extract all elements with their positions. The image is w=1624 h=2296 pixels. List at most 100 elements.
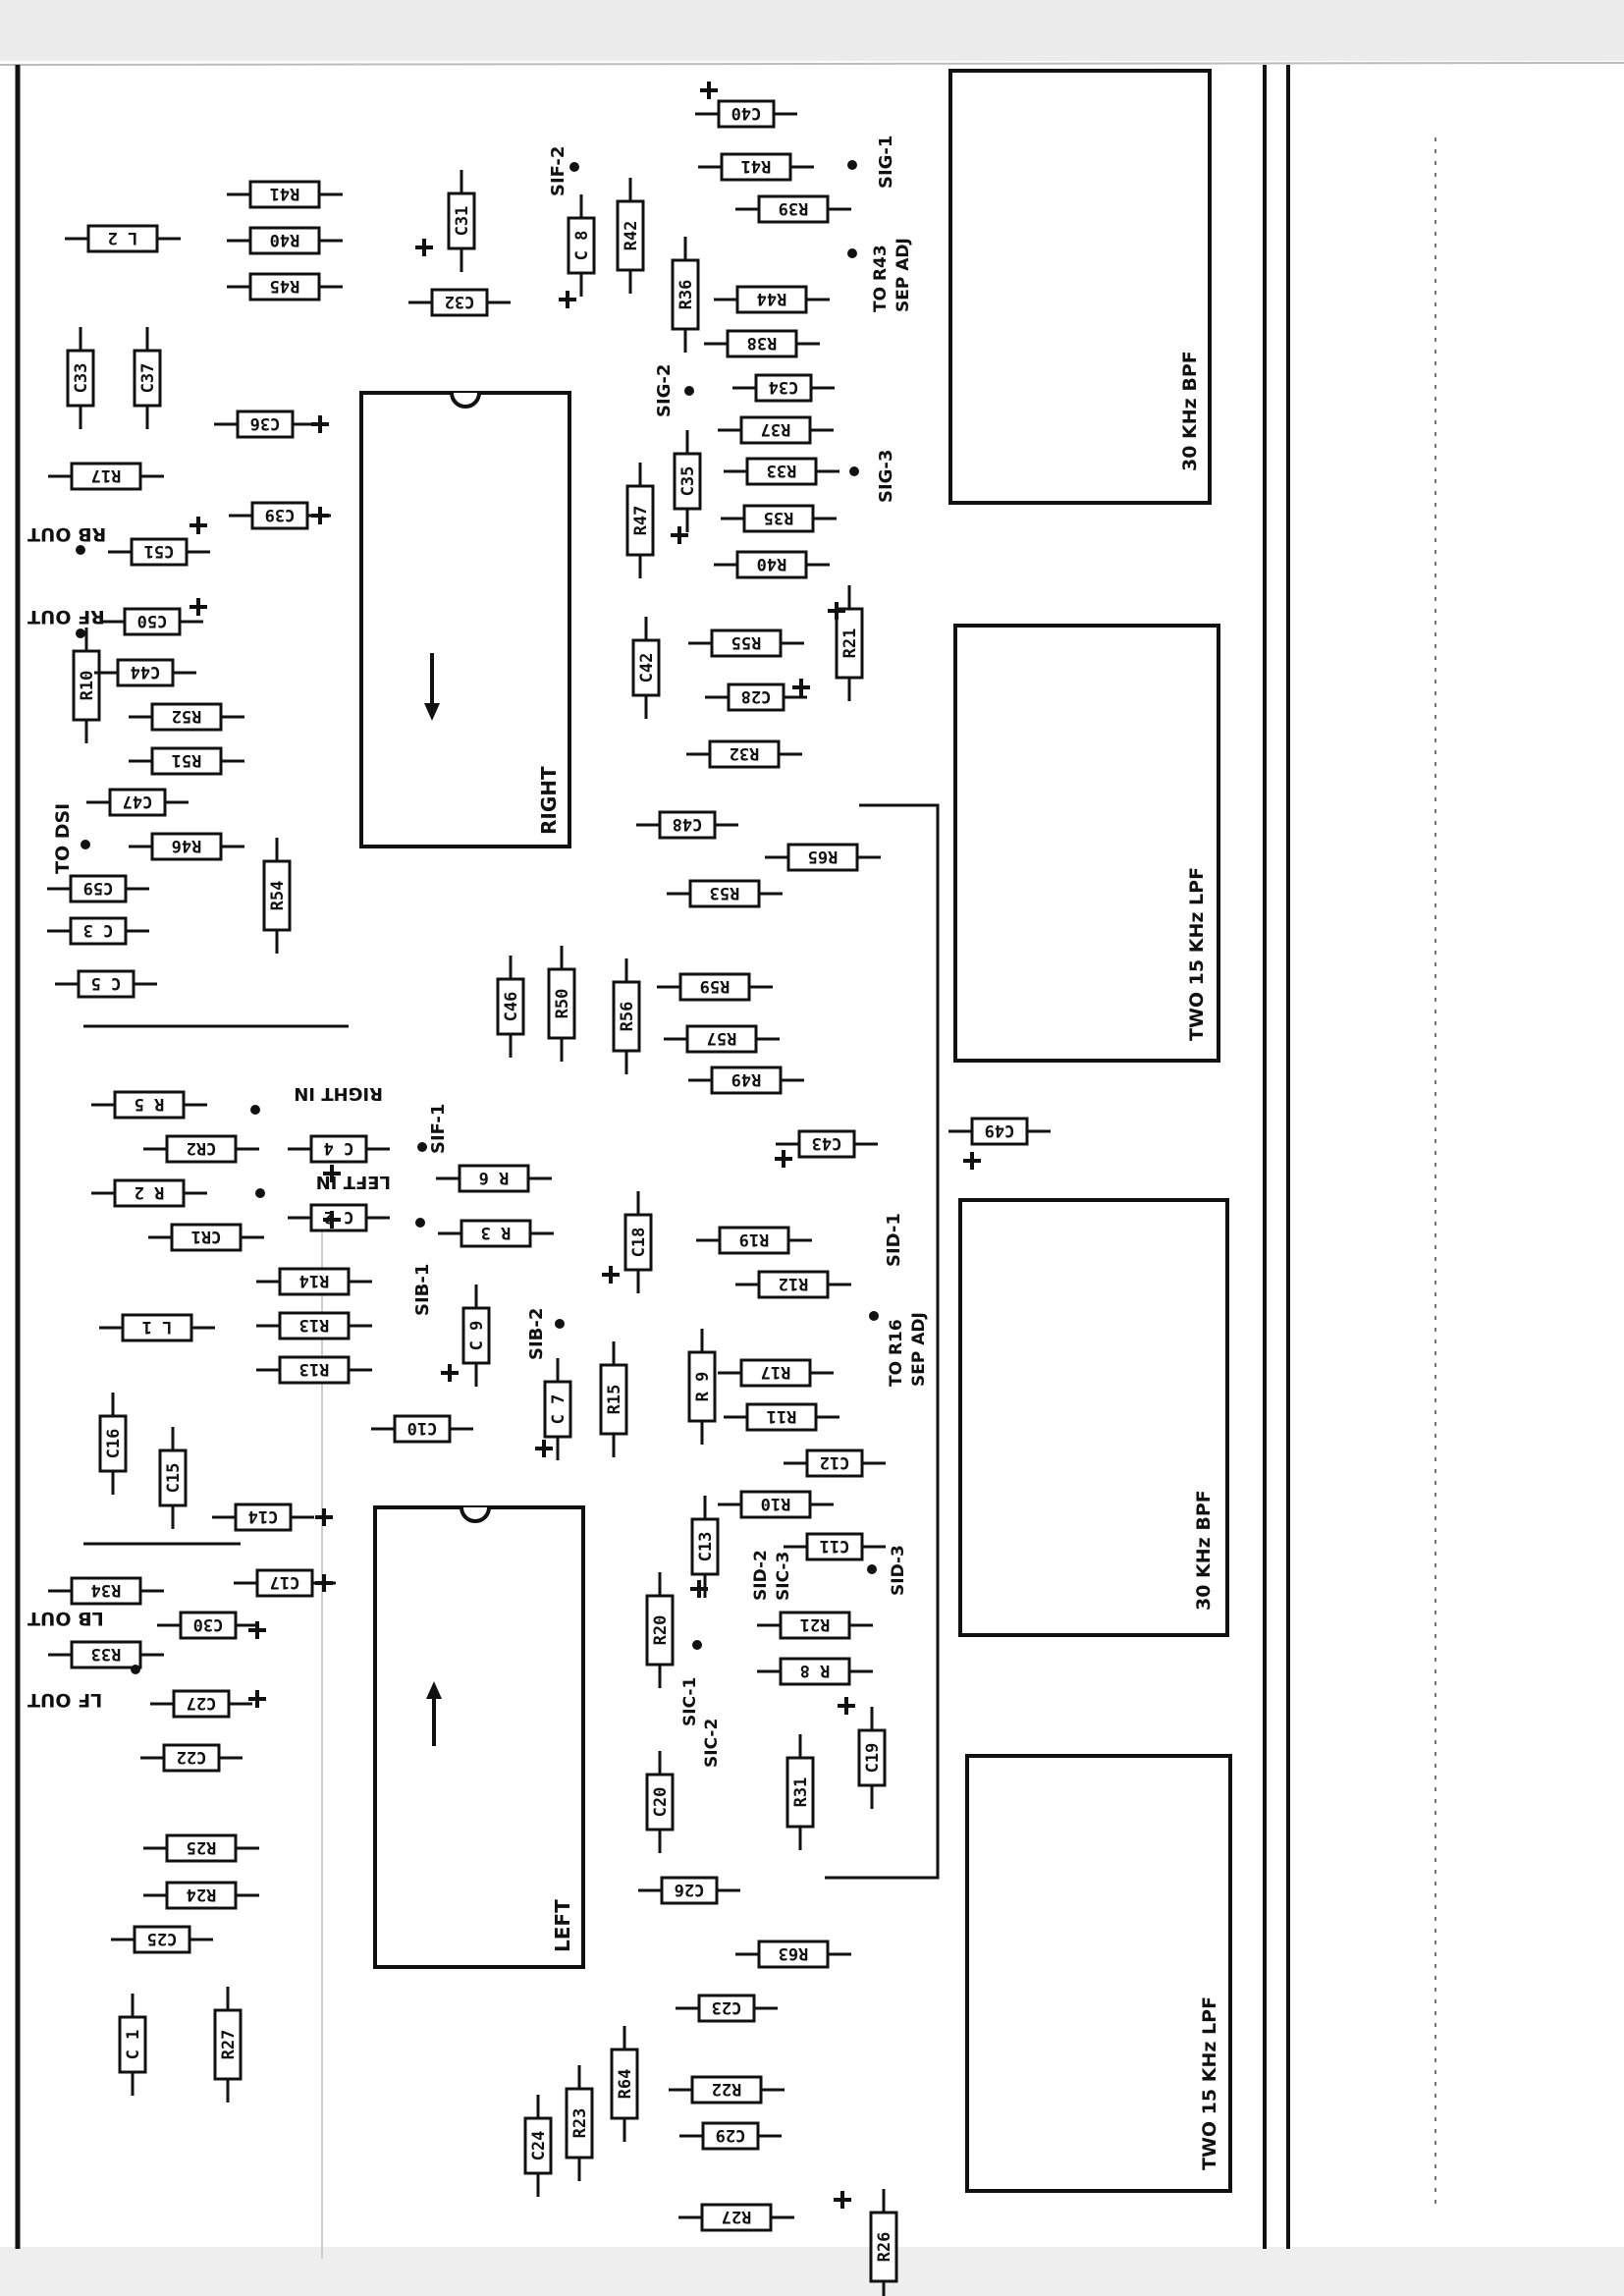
component-label: R20 bbox=[651, 1615, 671, 1646]
component-r63: R63 bbox=[735, 1940, 851, 1969]
polarity-plus-marker bbox=[189, 517, 207, 534]
label-sic3: SIC-3 bbox=[774, 1552, 793, 1601]
label-sif1: SIF-1 bbox=[428, 1104, 449, 1154]
component-r10b: R10 bbox=[718, 1490, 834, 1519]
pad-dot bbox=[555, 1319, 565, 1329]
component-r53: R53 bbox=[667, 879, 783, 908]
component-label: C16 bbox=[104, 1429, 124, 1459]
component-label: R35 bbox=[764, 508, 794, 527]
component-label: CR2 bbox=[187, 1138, 217, 1158]
left-ic: LEFT bbox=[373, 1505, 585, 1969]
top-scan-edge bbox=[0, 0, 1624, 61]
component-label: C 5 bbox=[91, 973, 122, 993]
lpf-15khz-top: TWO 15 KHz LPF bbox=[953, 624, 1220, 1063]
component-l1: L 1 bbox=[99, 1313, 215, 1342]
pad-dot bbox=[847, 160, 857, 170]
component-c25: C25 bbox=[111, 1925, 213, 1954]
component-label: R21 bbox=[840, 629, 860, 659]
component-label: R47 bbox=[631, 506, 651, 536]
component-c18: C18 bbox=[623, 1191, 653, 1293]
polarity-plus-marker bbox=[559, 291, 576, 308]
component-r42: R42 bbox=[616, 178, 645, 294]
component-label: C40 bbox=[731, 103, 762, 123]
component-label: C18 bbox=[629, 1228, 649, 1258]
component-r47: R47 bbox=[625, 463, 655, 578]
polarity-plus-marker bbox=[315, 1508, 333, 1526]
label-rf-out: RF OUT bbox=[27, 606, 105, 628]
label-sid1: SID-1 bbox=[884, 1213, 904, 1267]
polarity-plus-marker bbox=[792, 679, 810, 696]
component-r19: R19 bbox=[696, 1226, 812, 1255]
component-label: R56 bbox=[618, 1002, 637, 1032]
component-label: C 1 bbox=[124, 2030, 143, 2060]
component-r20: R20 bbox=[645, 1572, 675, 1688]
component-label: R17 bbox=[91, 465, 122, 485]
component-c42: C42 bbox=[631, 617, 661, 719]
component-c27: C27 bbox=[150, 1689, 252, 1719]
component-c4: C 4 bbox=[288, 1134, 390, 1164]
label-sib1: SIB-1 bbox=[412, 1264, 433, 1316]
component-r50: R50 bbox=[547, 946, 576, 1062]
component-label: C33 bbox=[72, 363, 91, 394]
component-label: R51 bbox=[172, 750, 202, 770]
component-r21b: R21 bbox=[757, 1611, 873, 1640]
component-r13b: R13 bbox=[256, 1355, 372, 1385]
component-r17b: R17 bbox=[718, 1358, 834, 1388]
component-r40a: R40 bbox=[227, 226, 343, 255]
component-r27b: R27 bbox=[678, 2203, 794, 2232]
component-label: C 2 bbox=[324, 1207, 354, 1227]
component-label: R40 bbox=[757, 554, 787, 574]
polarity-plus-marker bbox=[700, 82, 718, 99]
component-c5: C 5 bbox=[55, 969, 157, 999]
component-label: C44 bbox=[131, 662, 161, 682]
component-c12: C12 bbox=[784, 1449, 886, 1478]
polarity-plus-marker bbox=[671, 526, 688, 544]
component-r24: R24 bbox=[143, 1881, 259, 1910]
component-r49: R49 bbox=[688, 1066, 804, 1095]
component-label: CR1 bbox=[191, 1227, 222, 1246]
svg-text:30 KHz BPF: 30 KHz BPF bbox=[1179, 351, 1201, 471]
component-c59: C59 bbox=[47, 874, 149, 903]
polarity-plus-marker bbox=[690, 1580, 708, 1598]
component-label: C47 bbox=[123, 792, 153, 811]
component-r44: R44 bbox=[714, 285, 830, 314]
component-label: R41 bbox=[741, 156, 772, 176]
component-label: R 2 bbox=[135, 1182, 165, 1202]
component-label: R 9 bbox=[693, 1372, 713, 1402]
component-label: C49 bbox=[985, 1121, 1015, 1140]
pad-dot bbox=[684, 386, 694, 396]
polarity-plus-marker bbox=[248, 1690, 266, 1708]
component-label: R54 bbox=[268, 881, 288, 911]
component-r12: R12 bbox=[735, 1270, 851, 1299]
component-c40: C40 bbox=[695, 99, 797, 129]
component-r2: R 2 bbox=[91, 1178, 207, 1208]
component-r54: R54 bbox=[262, 838, 292, 954]
pad-dot bbox=[415, 1218, 425, 1228]
pad-dot bbox=[849, 466, 859, 476]
component-cr2: CR2 bbox=[143, 1134, 259, 1164]
label-sic1: SIC-1 bbox=[680, 1677, 700, 1726]
component-c20: C20 bbox=[645, 1751, 675, 1853]
component-label: C17 bbox=[270, 1572, 300, 1592]
component-r41b: R41 bbox=[227, 180, 343, 209]
component-c17: C17 bbox=[234, 1568, 336, 1598]
component-r51: R51 bbox=[129, 746, 244, 776]
component-c16: C16 bbox=[98, 1393, 128, 1495]
component-label: L 1 bbox=[142, 1317, 173, 1337]
component-label: R59 bbox=[700, 976, 731, 996]
component-label: C11 bbox=[820, 1536, 850, 1556]
pad-dot bbox=[867, 1564, 877, 1574]
component-c10: C10 bbox=[371, 1414, 473, 1444]
component-c28: C28 bbox=[705, 683, 807, 712]
component-label: C12 bbox=[820, 1452, 850, 1472]
component-r34: R34 bbox=[48, 1576, 164, 1606]
component-r41a: R41 bbox=[698, 152, 814, 182]
component-c23: C23 bbox=[676, 1994, 778, 2023]
component-label: C20 bbox=[651, 1787, 671, 1818]
label-sig2: SIG-2 bbox=[654, 364, 675, 417]
pad-dot bbox=[131, 1665, 140, 1674]
component-r31: R31 bbox=[785, 1734, 815, 1850]
component-label: C43 bbox=[812, 1133, 842, 1153]
component-c7: C 7 bbox=[543, 1358, 572, 1460]
component-label: R42 bbox=[622, 221, 641, 251]
